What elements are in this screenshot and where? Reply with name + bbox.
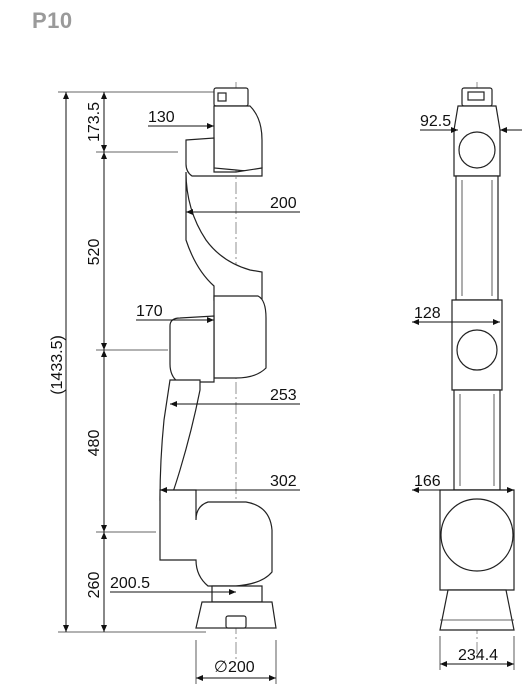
dim-200: 200	[270, 195, 297, 212]
robot-side-outline	[439, 87, 515, 631]
dim-170: 170	[136, 303, 163, 320]
page-title: P10	[32, 8, 73, 33]
front-horizontal-dims	[110, 123, 300, 684]
dim-base-diameter: ∅200	[214, 659, 255, 676]
dim-166: 166	[414, 473, 441, 490]
dim-200-5: 200.5	[110, 575, 150, 592]
side-view: 92.5 128 166 234.4	[412, 82, 522, 670]
dim-lower-arm-height: 480	[86, 430, 103, 457]
dim-top-height: 173.5	[86, 102, 103, 142]
dim-upper-arm-height: 520	[86, 239, 103, 266]
front-view: (1433.5) 173.5 520 480 260	[49, 82, 300, 684]
dim-234-4: 234.4	[458, 647, 498, 664]
dim-130: 130	[148, 109, 175, 126]
dim-128: 128	[414, 305, 441, 322]
side-horizontal-dims	[412, 127, 522, 670]
robot-front-outline	[159, 87, 277, 629]
dim-total-height: (1433.5)	[49, 335, 66, 395]
dim-253: 253	[270, 387, 297, 404]
front-extension-lines	[58, 91, 218, 633]
dim-302: 302	[270, 473, 297, 490]
dim-92-5: 92.5	[420, 113, 451, 130]
dim-base-height: 260	[86, 572, 103, 599]
